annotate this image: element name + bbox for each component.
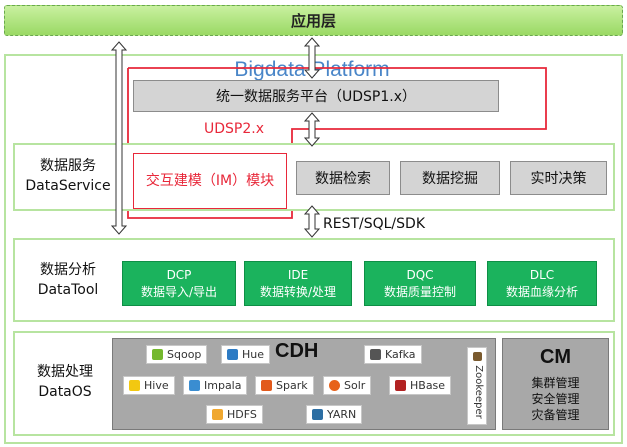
cm-item-cluster: 集群管理 (531, 376, 580, 390)
kafka-chip: Kafka (364, 345, 422, 364)
hdfs-chip: HDFS (206, 405, 263, 424)
spark-icon (261, 380, 272, 391)
udsp-dataservice-arrow (303, 112, 321, 147)
zookeeper-chip: Zookeeper (467, 347, 487, 425)
yarn-label: YARN (327, 408, 357, 421)
im-module-label: 交互建模（IM）模块 (145, 172, 275, 189)
cm-items: 集群管理 安全管理 灾备管理 (502, 375, 609, 423)
impala-label: Impala (204, 379, 242, 392)
yarn-chip: YARN (306, 405, 363, 424)
dlc-name: DLC (529, 267, 555, 282)
cm-item-security: 安全管理 (531, 392, 580, 406)
dqc-name: DQC (406, 267, 434, 282)
cm-panel (502, 338, 609, 430)
hdfs-icon (212, 409, 223, 420)
hue-label: Hue (242, 348, 265, 361)
udsp1-box: 统一数据服务平台（UDSP1.x） (133, 80, 499, 112)
impala-icon (189, 380, 200, 391)
dcp-name: DCP (166, 267, 192, 282)
yarn-icon (312, 409, 323, 420)
datatool-name-en: DataTool (37, 282, 99, 298)
solr-chip: Solr (323, 376, 372, 395)
zookeeper-icon (473, 352, 482, 361)
hive-icon (129, 380, 140, 391)
solr-label: Solr (344, 379, 366, 392)
datatool-label: 数据分析 DataTool (14, 260, 122, 300)
kafka-icon (370, 349, 381, 360)
dataservice-name-en: DataService (25, 178, 111, 194)
dataservice-label: 数据服务 DataService (14, 156, 122, 196)
rest-sql-sdk-arrow (303, 205, 321, 238)
impala-chip: Impala (183, 376, 248, 395)
dqc-desc: 数据质量控制 (383, 284, 456, 299)
hdfs-label: HDFS (227, 408, 257, 421)
dataos-name-cn: 数据处理 (37, 364, 93, 380)
realtime-decision-label: 实时决策 (530, 171, 587, 187)
udsp1-label: 统一数据服务平台（UDSP1.x） (216, 89, 416, 105)
spark-chip: Spark (255, 376, 314, 395)
cm-title: CM (539, 345, 572, 368)
ide-desc: 数据转换/处理 (259, 284, 337, 299)
hive-chip: Hive (123, 376, 175, 395)
sqoop-label: Sqoop (167, 348, 202, 361)
hue-icon (227, 349, 238, 360)
application-layer-bar: 应用层 (4, 5, 623, 36)
dqc-module: DQC 数据质量控制 (364, 261, 476, 306)
sqoop-icon (152, 349, 163, 360)
hbase-chip: HBase (389, 376, 452, 395)
dlc-module: DLC 数据血缘分析 (487, 261, 597, 306)
sqoop-chip: Sqoop (146, 345, 208, 364)
ide-name: IDE (287, 267, 309, 282)
hue-chip: Hue (221, 345, 271, 364)
data-search-label: 数据检索 (315, 171, 371, 187)
hbase-label: HBase (410, 379, 446, 392)
im-module-box: 交互建模（IM）模块 (133, 153, 287, 209)
spark-label: Spark (276, 379, 308, 392)
dataservice-name-cn: 数据服务 (40, 158, 96, 174)
dataos-name-en: DataOS (38, 384, 92, 400)
dcp-module: DCP 数据导入/导出 (122, 261, 236, 306)
cdh-title: CDH (275, 340, 319, 362)
data-mining-label: 数据挖掘 (422, 171, 478, 187)
hbase-icon (395, 380, 406, 391)
dataos-label: 数据处理 DataOS (14, 362, 116, 402)
protocols-label: REST/SQL/SDK (323, 216, 425, 232)
data-search-button: 数据检索 (296, 161, 390, 195)
left-vertical-arrow (110, 41, 128, 235)
top-center-arrow (303, 37, 321, 79)
solr-icon (329, 380, 340, 391)
cm-item-disaster: 灾备管理 (531, 408, 580, 422)
hive-label: Hive (144, 379, 169, 392)
udsp2-label: UDSP2.x (204, 121, 264, 137)
application-layer-label: 应用层 (290, 12, 336, 30)
dcp-desc: 数据导入/导出 (140, 284, 218, 299)
dlc-desc: 数据血缘分析 (505, 284, 578, 299)
datatool-name-cn: 数据分析 (40, 262, 96, 278)
data-mining-button: 数据挖掘 (400, 161, 500, 195)
realtime-decision-button: 实时决策 (510, 161, 607, 195)
kafka-label: Kafka (385, 348, 416, 361)
ide-module: IDE 数据转换/处理 (244, 261, 352, 306)
